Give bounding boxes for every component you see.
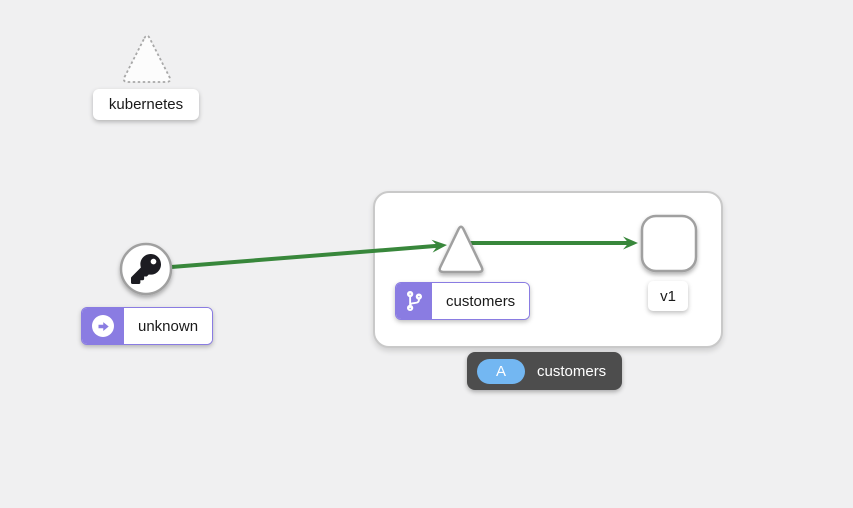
app-box-badge-text: customers — [537, 362, 607, 380]
root-traffic-badge — [82, 308, 124, 344]
unknown-label-text: unknown — [138, 317, 199, 335]
workload-label-text: v1 — [660, 287, 676, 305]
arrow-circle-right-icon — [92, 315, 114, 337]
app-box-badge[interactable]: A customers — [467, 352, 623, 390]
edge-unknown-to-customers[interactable] — [145, 239, 448, 271]
virtual-service-badge — [396, 283, 432, 319]
app-type-pill: A — [477, 358, 525, 384]
app-type-letter: A — [495, 362, 506, 380]
edge-arrowhead — [431, 239, 447, 253]
cluster-label-text: kubernetes — [108, 96, 184, 113]
edge-customers-to-v1[interactable] — [461, 236, 638, 250]
node-workload-v1[interactable] — [640, 214, 698, 273]
edge-arrowhead — [623, 236, 638, 250]
workload-node-label[interactable]: v1 — [648, 281, 688, 311]
cluster-label[interactable]: kubernetes — [93, 89, 199, 120]
node-unknown[interactable] — [119, 242, 173, 296]
key-icon — [131, 254, 162, 285]
service-node-label[interactable]: customers — [395, 282, 531, 320]
service-label-text: customers — [446, 292, 516, 310]
node-service-customers[interactable] — [438, 225, 484, 274]
unknown-node-label[interactable]: unknown — [81, 307, 214, 345]
code-branch-icon — [406, 291, 422, 311]
cluster-node-kubernetes[interactable] — [122, 34, 172, 83]
